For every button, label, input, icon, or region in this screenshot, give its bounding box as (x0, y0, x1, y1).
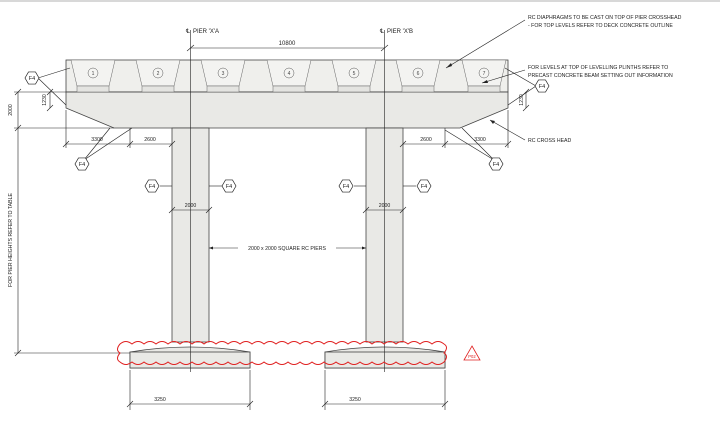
note-diaphragms: RC DIAPHRAGMS TO BE CAST ON TOP OF PIER … (445, 15, 682, 69)
levelling-plinth (337, 85, 371, 93)
crosshead-label: RC CROSS HEAD (528, 138, 571, 144)
dim-pier-spacing-text: 10800 (279, 41, 296, 47)
finish-tag-text: F4 (539, 84, 545, 90)
beam-number: 1 (92, 71, 95, 77)
footing-b (324, 351, 446, 369)
beam-number-circle (412, 67, 424, 79)
piers-label: 2000 x 2000 SQUARE RC PIERS (248, 246, 326, 252)
beam-number: 3 (222, 71, 225, 77)
dim-pier-b-width-text: 2000 (379, 203, 391, 209)
dim-right-3300-text: 3300 (474, 137, 486, 143)
beam-number-circle (478, 67, 490, 79)
viewer-top-strip (0, 0, 720, 2)
finish-tag-hexagon (338, 179, 354, 193)
levelling-plinth (76, 85, 110, 93)
centreline-symbol-a: ℄ (185, 29, 190, 35)
revision-triangle: P02 (463, 345, 481, 361)
levelling-plinth (141, 85, 175, 93)
beam-plinths: 1 2 3 4 5 6 7 (70, 59, 507, 93)
levelling-plinth (272, 85, 306, 93)
dim-footing-a: 3250 (126, 370, 254, 410)
finish-tag-text: F4 (79, 162, 85, 168)
dim-right-2600-text: 2600 (420, 137, 432, 143)
dim-footing-a-text: 3250 (154, 397, 166, 403)
dim-footing-b: 3250 (321, 370, 449, 410)
levelling-plinth (401, 85, 435, 93)
revision-tag: P02 (468, 354, 476, 359)
note-levels: FOR LEVELS AT TOP OF LEVELLING PLINTHS R… (481, 65, 673, 84)
dim-crosshead-depth-text: 2000 (8, 104, 14, 116)
dim-pier-spacing: 10800 (186, 41, 389, 52)
dim-left-1230: 1230 (42, 88, 54, 112)
levelling-plinth (206, 85, 240, 93)
dim-underside-right: 2600 3300 (399, 110, 512, 148)
beam-number-circle (87, 67, 99, 79)
note-crosshead: RC CROSS HEAD (489, 119, 571, 144)
crosshead-body (65, 91, 509, 129)
dim-left-1230-text: 1230 (42, 94, 48, 106)
finish-tag-text: F4 (343, 184, 349, 190)
finish-tag-hexagon (144, 179, 160, 193)
footing-a (129, 351, 251, 369)
revision-cloud (117, 341, 447, 365)
levelling-plinth (467, 85, 501, 93)
dim-footing-b-text: 3250 (349, 397, 361, 403)
centreline-symbol-b: ℄ (379, 29, 384, 35)
finish-tag-text: F4 (29, 76, 35, 82)
finish-tag-hexagon (24, 71, 40, 85)
pier-heights-text: FOR PIER HEIGHTS REFER TO TABLE (8, 193, 14, 287)
finish-tag-text: F4 (226, 184, 232, 190)
note-diaphragms-line2: - FOR TOP LEVELS REFER TO DECK CONCRETE … (528, 23, 673, 29)
dim-left-3300-text: 3300 (91, 137, 103, 143)
finish-tag-hexagon (74, 157, 90, 171)
beam-number: 6 (417, 71, 420, 77)
dim-pier-a-width-text: 2000 (185, 203, 197, 209)
note-levels-line1: FOR LEVELS AT TOP OF LEVELLING PLINTHS R… (528, 65, 668, 71)
piers-annotation: 2000 x 2000 SQUARE RC PIERS (209, 246, 366, 252)
finish-tag-hexagon (416, 179, 432, 193)
beam-number-circle (217, 67, 229, 79)
dim-underside-left: 3300 2600 (62, 110, 176, 148)
dim-pier-b-width: 2000 (362, 203, 407, 214)
finish-tag-hexagon (534, 79, 550, 93)
pier-a-label: PIER 'X'A (193, 29, 219, 35)
beam-number: 2 (157, 71, 160, 77)
finish-leaders (37, 67, 537, 187)
dim-right-1230-text: 1230 (519, 94, 525, 106)
beam-number: 5 (353, 71, 356, 77)
pier-b-label: PIER 'X'B (387, 29, 413, 35)
note-diaphragms-line1: RC DIAPHRAGMS TO BE CAST ON TOP OF PIER … (528, 15, 682, 21)
finish-tag-hexagon (221, 179, 237, 193)
beam-number: 7 (483, 71, 486, 77)
beam-number-circle (283, 67, 295, 79)
beam-number: 4 (288, 71, 291, 77)
beam-number-circle (348, 67, 360, 79)
beam-number-circle (152, 67, 164, 79)
dim-left-2600-text: 2600 (144, 137, 156, 143)
finish-tag-hexagon (488, 157, 504, 171)
dim-right-1230: 1230 (519, 88, 530, 112)
dim-pier-heights: FOR PIER HEIGHTS REFER TO TABLE (8, 128, 130, 357)
finish-tag-text: F4 (149, 184, 155, 190)
note-levels-line2: PRECAST CONCRETE BEAM SETTING OUT INFORM… (528, 73, 673, 79)
finish-tag-text: F4 (493, 162, 499, 168)
finish-tag-text: F4 (421, 184, 427, 190)
dim-crosshead-depth: 2000 (8, 88, 114, 132)
dim-pier-a-width: 2000 (168, 203, 213, 214)
